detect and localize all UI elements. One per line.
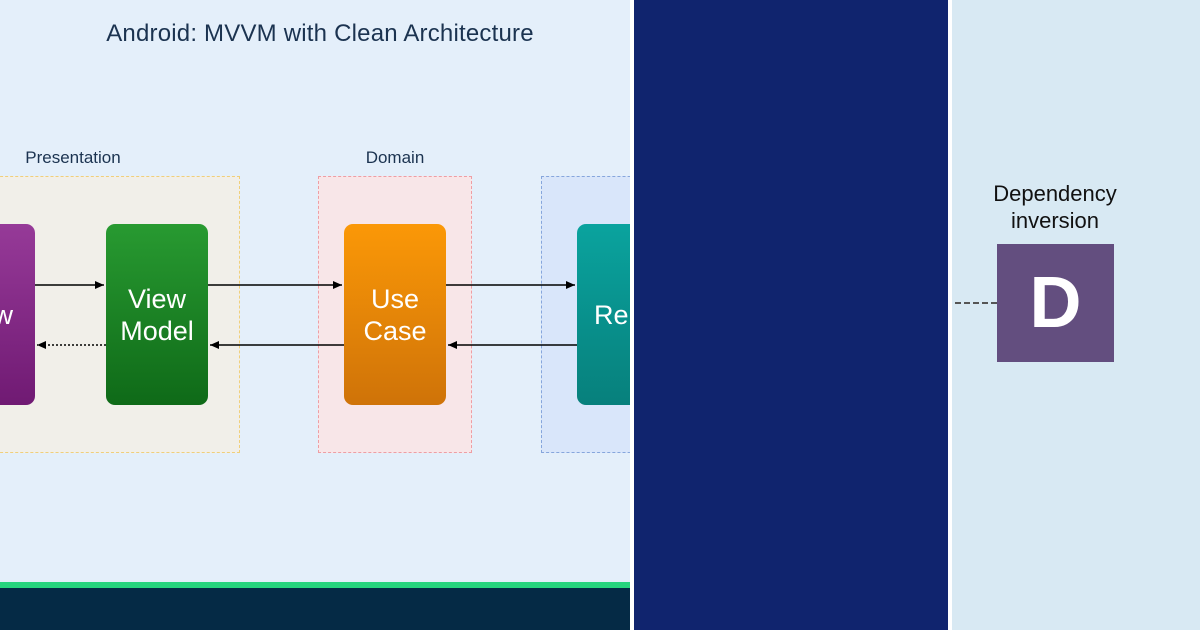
d-letter-tile: D <box>997 244 1114 362</box>
footer-bar <box>0 588 630 630</box>
viewmodel-block: View Model <box>106 224 208 405</box>
d-letter: D <box>1029 263 1082 343</box>
viewmodel-label-line2: Model <box>120 315 194 346</box>
viewmodel-label-line1: View <box>127 283 187 314</box>
flow-arrows <box>35 281 577 349</box>
usecase-block: Use Case <box>344 224 446 405</box>
dashed-connector <box>955 302 997 304</box>
domain-layer-label: Domain <box>365 148 425 167</box>
middle-panel <box>634 0 948 630</box>
usecase-label-line2: Case <box>363 315 427 346</box>
repository-label: Re <box>594 299 629 330</box>
diagram-title: Android: MVVM with Clean Architecture <box>106 20 534 47</box>
view-block: w <box>0 224 35 405</box>
dependency-label-line2: inversion <box>1010 208 1100 233</box>
dependency-inversion-label: Dependency inversion <box>965 180 1145 234</box>
view-block-label: w <box>0 299 13 330</box>
diagram-panel: Android: MVVM with Clean Architecture Pr… <box>0 0 630 630</box>
accent-strip <box>0 582 630 588</box>
usecase-label-line1: Use <box>370 283 419 314</box>
repository-block: Re <box>577 224 630 405</box>
presentation-layer-label: Presentation <box>25 148 121 167</box>
dependency-label-line1: Dependency <box>993 181 1117 206</box>
